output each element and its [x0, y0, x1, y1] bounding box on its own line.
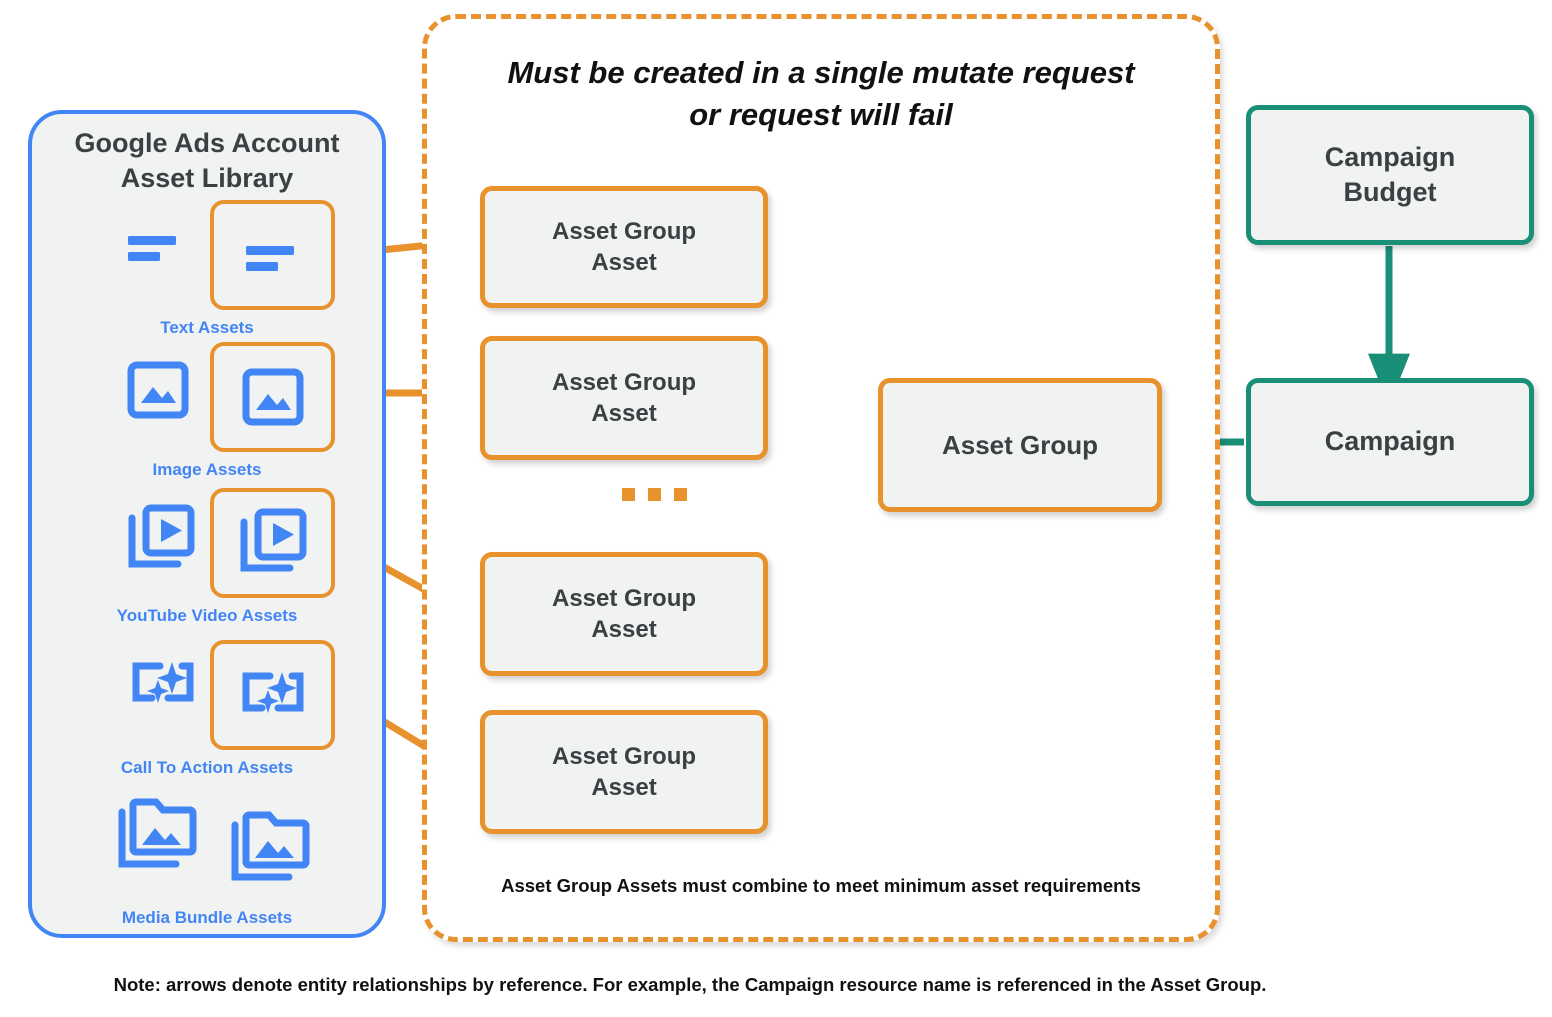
library-item-cta-assets[interactable]: Call To Action Assets — [28, 640, 386, 778]
video-asset-icon-ghost — [124, 502, 198, 576]
ellipsis-dot-3 — [674, 488, 687, 501]
media-bundle-asset-icon-ghost — [116, 792, 200, 876]
video-asset-icon-group — [28, 488, 386, 604]
media-bundle-asset-icon-second — [208, 792, 333, 902]
asset-group-asset-4-line2: Asset — [591, 774, 657, 801]
text-asset-icon-highlight[interactable] — [210, 200, 335, 310]
text-asset-icon-ghost — [124, 214, 186, 276]
asset-library-panel — [28, 110, 386, 938]
asset-group-box[interactable]: Asset Group — [878, 378, 1162, 512]
asset-group-asset-1-line1: Asset Group — [551, 217, 697, 245]
library-item-label-video: YouTube Video Assets — [116, 606, 298, 625]
media-bundle-asset-icon-group — [28, 788, 386, 898]
asset-library-title-line1: Google Ads Account — [74, 128, 340, 158]
library-item-video-assets[interactable]: YouTube Video Assets — [28, 488, 386, 626]
ellipsis-dot-1 — [622, 488, 635, 501]
asset-group-asset-2-line1: Asset Group — [551, 368, 697, 396]
asset-group-asset-box-2[interactable]: Asset Group Asset — [480, 336, 768, 460]
library-item-label-cta: Call To Action Assets — [120, 758, 294, 777]
call-to-action-asset-icon-ghost — [124, 654, 202, 716]
asset-group-asset-4-line1: Asset Group — [551, 742, 697, 770]
library-item-label-media-bundle: Media Bundle Assets — [121, 908, 293, 927]
video-asset-icon-highlight[interactable] — [210, 488, 335, 598]
campaign-label: Campaign — [1324, 426, 1456, 457]
ellipsis-indicator — [622, 488, 687, 501]
asset-group-asset-3-line1: Asset Group — [551, 584, 697, 612]
asset-group-asset-2-line2: Asset — [591, 400, 657, 427]
mutate-panel-title-line1: Must be created in a single mutate reque… — [507, 55, 1135, 90]
mutate-panel-title-line2: or request will fail — [689, 96, 953, 132]
text-asset-icon-group — [28, 200, 386, 316]
ellipsis-dot-2 — [648, 488, 661, 501]
campaign-box[interactable]: Campaign — [1246, 378, 1534, 506]
asset-group-label: Asset Group — [941, 429, 1099, 460]
asset-group-asset-box-3[interactable]: Asset Group Asset — [480, 552, 768, 676]
mutate-panel-title: Must be created in a single mutate reque… — [440, 52, 1202, 136]
library-item-label-text: Text Assets — [160, 318, 254, 337]
library-item-media-bundle-assets[interactable]: Media Bundle Assets — [28, 788, 386, 928]
campaign-budget-line1: Campaign — [1324, 141, 1456, 172]
image-asset-icon-ghost — [124, 356, 192, 424]
asset-library-title-line2: Asset Library — [120, 162, 294, 193]
image-asset-icon-highlight[interactable] — [210, 342, 335, 452]
footer-note: Note: arrows denote entity relationships… — [113, 974, 1267, 995]
asset-group-asset-1-line2: Asset — [591, 249, 657, 276]
library-item-label-image: Image Assets — [152, 460, 262, 479]
asset-group-asset-box-4[interactable]: Asset Group Asset — [480, 710, 768, 834]
library-item-text-assets[interactable]: Text Assets — [28, 200, 386, 338]
call-to-action-asset-icon-highlight[interactable] — [210, 640, 335, 750]
asset-library-title: Google Ads Account Asset Library — [28, 112, 386, 195]
image-asset-icon-group — [28, 342, 386, 458]
asset-group-asset-3-line2: Asset — [591, 616, 657, 643]
campaign-budget-line2: Budget — [1343, 177, 1437, 207]
campaign-budget-box[interactable]: Campaign Budget — [1246, 105, 1534, 245]
mutate-panel-footnote: Asset Group Assets must combine to meet … — [501, 875, 1141, 896]
call-to-action-asset-icon-group — [28, 640, 386, 756]
asset-group-asset-box-1[interactable]: Asset Group Asset — [480, 186, 768, 308]
library-item-image-assets[interactable]: Image Assets — [28, 342, 386, 480]
